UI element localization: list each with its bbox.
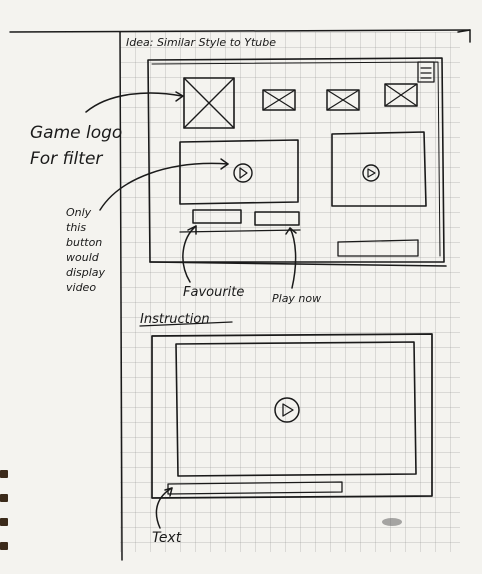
note-line: display [66, 266, 106, 279]
note-line: Game logo [30, 123, 123, 143]
ink-smudge [382, 518, 402, 526]
arrow-favourite [182, 225, 197, 283]
corner-mark [457, 29, 471, 43]
note-line: Only [66, 206, 92, 219]
notebook-binding [0, 494, 8, 502]
text-box-sketch [167, 481, 343, 495]
arrow-game-logo [85, 92, 183, 113]
game-logo-filter [384, 83, 418, 107]
left-margin-line [119, 31, 123, 561]
game-logo-filter-large [183, 77, 235, 129]
play-icon [233, 163, 253, 183]
notebook-binding [0, 470, 8, 478]
only-button-note: Only this button would display video [66, 205, 105, 295]
video-thumbnail-left [179, 139, 299, 205]
play-now-note: Play now [272, 292, 322, 305]
arrow-text [155, 487, 173, 529]
game-logo-filter [262, 89, 296, 111]
main-screen-inner-frame [151, 61, 441, 257]
instruction-note: Instruction [140, 312, 210, 327]
play-now-button-sketch [254, 211, 300, 226]
game-logo-filter [326, 89, 360, 111]
note-line: would [66, 251, 99, 264]
notebook-binding [0, 518, 8, 526]
arrow-only-button [99, 162, 229, 211]
favourite-button-sketch [192, 209, 242, 224]
main-screen-bottom-line [149, 261, 447, 267]
play-icon [362, 164, 380, 182]
menu-icon [417, 61, 435, 83]
page-title: Idea: Similar Style to Ytube [126, 36, 276, 49]
favourite-note: Favourite [183, 285, 245, 300]
text-note: Text [152, 530, 182, 546]
grid-paper [120, 32, 460, 552]
note-line: For filter [30, 149, 103, 169]
note-line: this [66, 221, 87, 234]
note-line: video [66, 281, 97, 294]
arrow-play-now [289, 227, 297, 289]
instruction-outer-frame [151, 333, 433, 499]
right-button-sketch [337, 239, 419, 257]
note-line: button [66, 236, 103, 249]
video-thumbnail-right [331, 131, 427, 207]
instruction-video-frame [175, 341, 417, 477]
notebook-binding [0, 542, 8, 550]
instruction-underline [139, 321, 233, 327]
game-logo-note: Game logo For filter [30, 120, 122, 172]
play-icon [274, 397, 300, 423]
right-button-sketch-top [337, 239, 419, 243]
text-line [179, 229, 301, 233]
top-margin-line [9, 29, 471, 33]
main-screen-frame [147, 57, 445, 263]
